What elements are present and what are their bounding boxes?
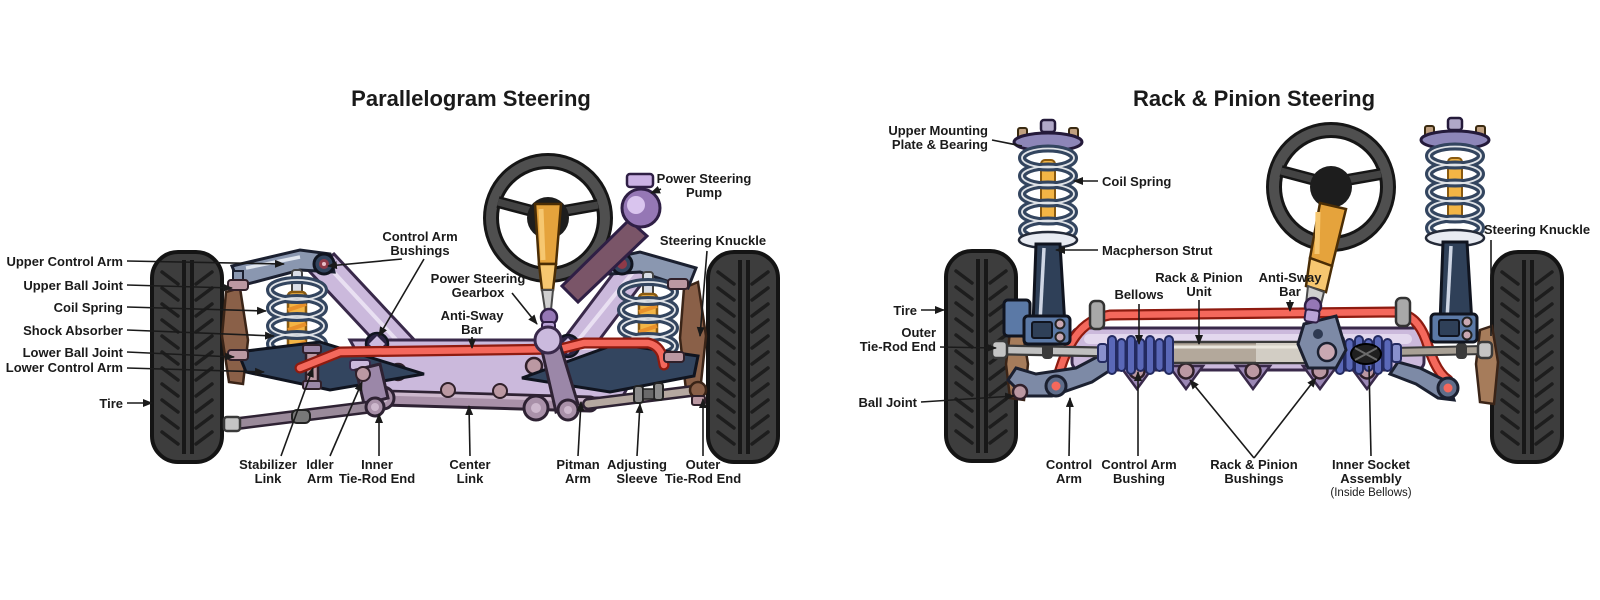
lower-ball-joint-leader xyxy=(126,351,235,361)
shock-absorber-leader xyxy=(126,329,275,340)
idler-arm-art xyxy=(349,359,390,406)
steering-knuckle-right-art xyxy=(1474,324,1500,406)
lower-ball-joint-label: Lower Ball Joint xyxy=(23,345,124,360)
coil-spring-leader xyxy=(126,306,267,315)
control-arm-bushings-leader xyxy=(378,258,425,337)
ball-joint-label: Ball Joint xyxy=(858,395,917,410)
steering-knuckle-label: Steering Knuckle xyxy=(1484,222,1590,237)
coil-spring-label: Coil Spring xyxy=(54,300,123,315)
tire-left xyxy=(150,250,224,464)
pinion-housing-art xyxy=(1296,314,1348,370)
macpherson-strut-label: Macpherson Strut xyxy=(1102,243,1213,258)
inner-socket-art xyxy=(1350,343,1382,365)
anti-sway-bar-art xyxy=(294,337,670,374)
upper-control-arm-label: Upper Control Arm xyxy=(6,254,123,269)
rack-pinion-bushings-leader xyxy=(1253,377,1317,459)
steering-knuckle-label: Steering Knuckle xyxy=(660,233,766,248)
upper-control-arm-leader xyxy=(126,259,285,268)
control-arm-leader xyxy=(1065,397,1074,457)
pitman-arm-leader xyxy=(576,401,585,457)
diagram-title-parallelogram: Parallelogram Steering xyxy=(351,86,591,111)
tie-rod-right-art xyxy=(1389,340,1494,360)
steering-wheel-art xyxy=(1274,130,1388,324)
rack-pinion-diagram: Rack & Pinion Steering Upper MountingPla… xyxy=(858,86,1590,499)
upper-mounting-plate-bearing-leader xyxy=(991,139,1023,147)
tire-right xyxy=(1490,250,1564,464)
rack-pinion-bushings-leader xyxy=(1189,379,1255,459)
ball-joint-leader xyxy=(920,392,1015,403)
tire-label: Tire xyxy=(893,303,917,318)
anti-sway-bar-art xyxy=(1050,296,1454,390)
rack-and-pinion-art xyxy=(1097,314,1402,375)
parallelogram-diagram: Parallelogram Steering Upper Control Arm… xyxy=(6,86,780,486)
outer-tie-rod-end-leader xyxy=(939,343,997,352)
bellows-left-art xyxy=(1097,335,1174,375)
inner-socket-assembly-leader xyxy=(1368,365,1372,457)
steering-knuckle-leader xyxy=(696,250,708,337)
power-steering-pump-art xyxy=(620,172,662,229)
lower-control-arm-leader xyxy=(126,367,265,376)
ball-joints-right-art xyxy=(663,278,689,363)
pitman-arm-art xyxy=(522,336,580,422)
shock-absorber-label: Shock Absorber xyxy=(23,323,123,338)
tire-label: Tire xyxy=(99,396,123,411)
control-arm-right-art xyxy=(1387,360,1460,402)
tie-rod-left-art xyxy=(990,339,1114,360)
power-steering-gearbox-leader xyxy=(511,292,538,325)
power-steering-pump-leader xyxy=(650,185,662,194)
macpherson-strut-right-art xyxy=(1421,118,1489,342)
upper-ball-joint-leader xyxy=(126,283,233,292)
adjusting-sleeve-leader xyxy=(635,403,644,457)
upper-ball-joint-label: Upper Ball Joint xyxy=(23,278,123,293)
lower-control-arm-label: Lower Control Arm xyxy=(6,360,123,375)
center-link-leader xyxy=(465,405,474,457)
coil-spring-label: Coil Spring xyxy=(1102,174,1171,189)
diagram-title-rack-pinion: Rack & Pinion Steering xyxy=(1133,86,1375,111)
steering-wheel-art xyxy=(491,161,650,355)
bellows-label: Bellows xyxy=(1114,287,1163,302)
tire-right xyxy=(706,250,780,464)
stabilizer-link-leader xyxy=(280,367,314,457)
outer-tie-rod-right-art xyxy=(582,380,708,410)
inner-tie-rod-left-art xyxy=(222,396,386,433)
control-arm-bushings-leader xyxy=(327,258,403,270)
idler-arm-leader xyxy=(329,381,363,457)
